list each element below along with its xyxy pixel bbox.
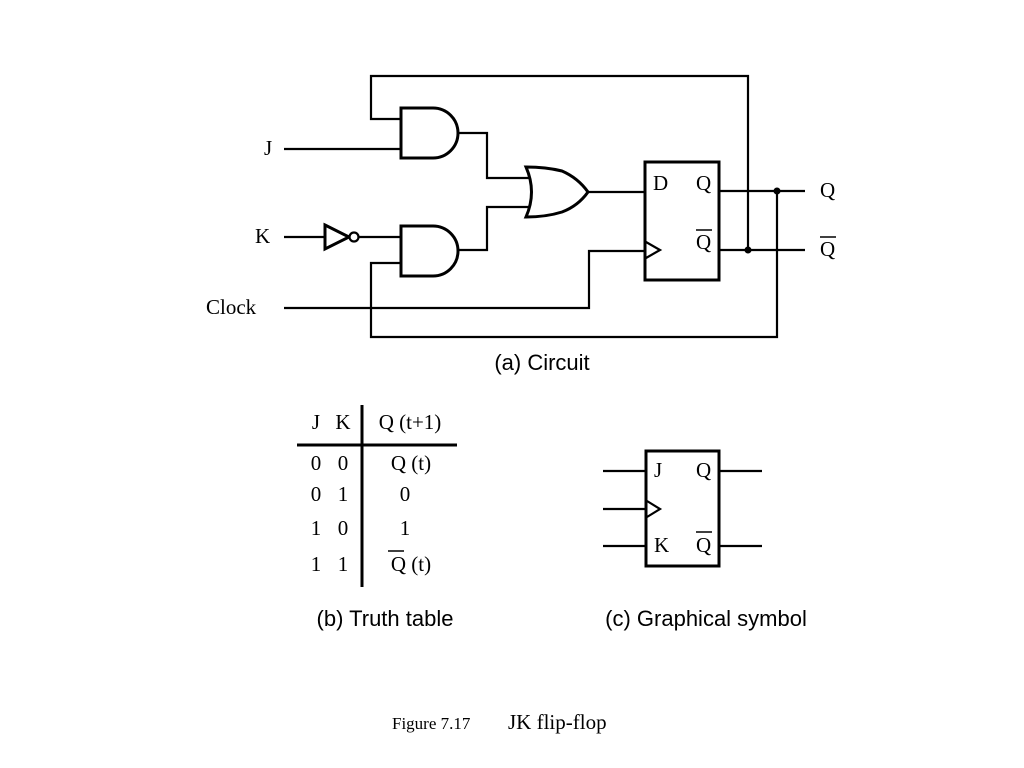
circuit-wires (284, 74, 805, 339)
q-junction-dot (773, 187, 781, 195)
table-cell: 0 (400, 482, 411, 506)
table-cell: 1 (338, 552, 349, 576)
circuit-caption: (a) Circuit (494, 350, 589, 375)
feedback-q-wire (369, 191, 779, 339)
symbol-j-pin-label: J (654, 458, 662, 482)
table-cell: 0 (311, 451, 322, 475)
symbol-clock-triangle-icon (646, 500, 663, 518)
graphical-symbol-caption: (c) Graphical symbol (605, 606, 807, 631)
j-input-label: J (264, 136, 272, 160)
symbol-q-pin-label: Q (696, 458, 711, 482)
and-gate-bottom (399, 224, 460, 278)
q-output-label: Q (820, 178, 835, 202)
symbol-k-pin-label: K (654, 533, 669, 557)
qbar-output-label: Q (820, 237, 835, 261)
ff-q-pin-label: Q (696, 171, 711, 195)
table-cell: 1 (311, 552, 322, 576)
or-gate (523, 165, 590, 219)
graphical-symbol: J K Q Q (c) Graphical symbol (603, 449, 807, 631)
truth-table: J K Q (t+1) 0 0 Q (t) 0 1 0 1 0 1 1 1 Q … (297, 405, 457, 631)
figure-number: Figure 7.17 (392, 714, 471, 733)
table-header-q-next: Q (t+1) (379, 410, 442, 434)
and-gate-top (399, 106, 460, 160)
table-header-k: K (335, 410, 350, 434)
and1-to-or-wire (458, 131, 532, 180)
table-cell: 0 (338, 516, 349, 540)
clock-input-label: Clock (206, 295, 257, 319)
table-cell: 0 (311, 482, 322, 506)
table-cell: Q (t) (391, 451, 431, 475)
inverter-gate (323, 222, 353, 252)
symbol-qbar-pin-label: Q (696, 533, 711, 557)
circuit-diagram: J K Clock D Q Q Q Q (a) Circuit (206, 74, 836, 375)
table-cell: Q (t) (391, 552, 431, 576)
and2-to-or-wire (458, 205, 532, 252)
table-cell: 1 (400, 516, 411, 540)
table-cell: 1 (338, 482, 349, 506)
clock-wire (284, 249, 645, 310)
table-cell: 0 (338, 451, 349, 475)
d-flip-flop-box (643, 160, 721, 282)
clock-triangle-icon (645, 241, 663, 259)
table-cell: 1 (311, 516, 322, 540)
table-header-j: J (312, 410, 320, 434)
ff-qbar-pin-label: Q (696, 230, 711, 254)
k-input-label: K (255, 224, 270, 248)
feedback-qbar-wire (369, 74, 750, 250)
inverter-bubble (348, 231, 360, 243)
figure-title: JK flip-flop (508, 710, 607, 734)
truth-table-caption: (b) Truth table (317, 606, 454, 631)
qbar-junction-dot (744, 246, 752, 254)
ff-d-pin-label: D (653, 171, 668, 195)
